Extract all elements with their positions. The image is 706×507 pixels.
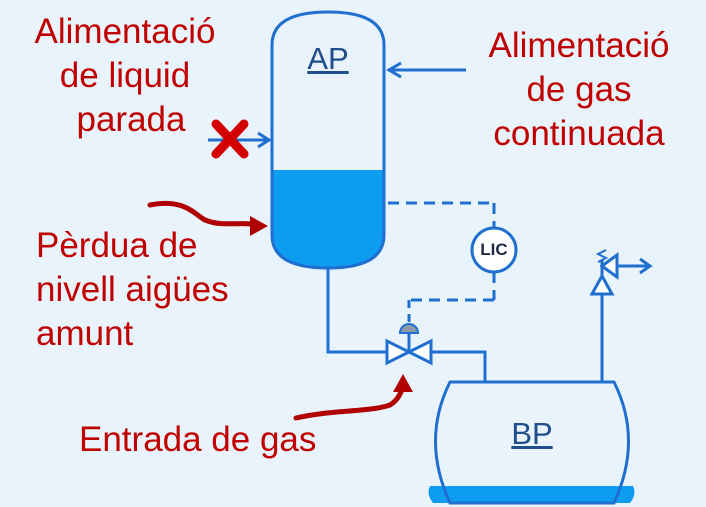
hp-vessel-liquid: [272, 170, 384, 268]
level-loss-label-line3: amunt: [36, 314, 134, 353]
hp-vessel: [270, 10, 386, 270]
gas-feed-label-line2: de gas: [526, 70, 632, 109]
level-loss-label-line1: Pèrdua de: [36, 226, 198, 265]
gas-feed-label: Alimentació de gas continuada: [460, 24, 698, 156]
lp-vessel: [428, 380, 635, 505]
lic-instrument-tag: LIC: [480, 240, 508, 259]
liquid-feed-label-line2: de liquid: [59, 56, 191, 95]
level-loss-arrow: [147, 200, 268, 236]
hp-vessel-tag: AP: [307, 41, 349, 76]
liquid-feed-label-line1: Alimentació: [34, 12, 216, 51]
lp-vessel-liquid: [428, 486, 635, 503]
level-signal-lines: [388, 201, 496, 322]
lp-vessel-shell: [434, 380, 630, 505]
liquid-feed-label-line3: parada: [76, 100, 186, 139]
stop-x-icon: [211, 119, 249, 159]
gas-outlet-pipe: [589, 249, 653, 382]
control-valve-icon: [385, 323, 433, 366]
hp-vessel-shell: [270, 10, 386, 270]
level-loss-label: Pèrdua de nivell aigües amunt: [36, 224, 229, 356]
gas-inlet-label: Entrada de gas: [79, 420, 317, 459]
liquid-outlet-pipe: [326, 268, 487, 382]
liquid-feed-line: [208, 131, 272, 149]
liquid-feed-label: Alimentació de liquid parada: [0, 10, 250, 142]
gas-feed-label-line1: Alimentació: [488, 26, 670, 65]
level-loss-label-line2: nivell aigües: [36, 270, 229, 309]
gas-feed-line: [386, 61, 466, 79]
gas-inlet-arrow: [293, 374, 413, 421]
lic-instrument-bubble: [470, 226, 518, 274]
lp-vessel-tag: BP: [511, 416, 553, 451]
gas-feed-label-line3: continuada: [493, 114, 665, 153]
